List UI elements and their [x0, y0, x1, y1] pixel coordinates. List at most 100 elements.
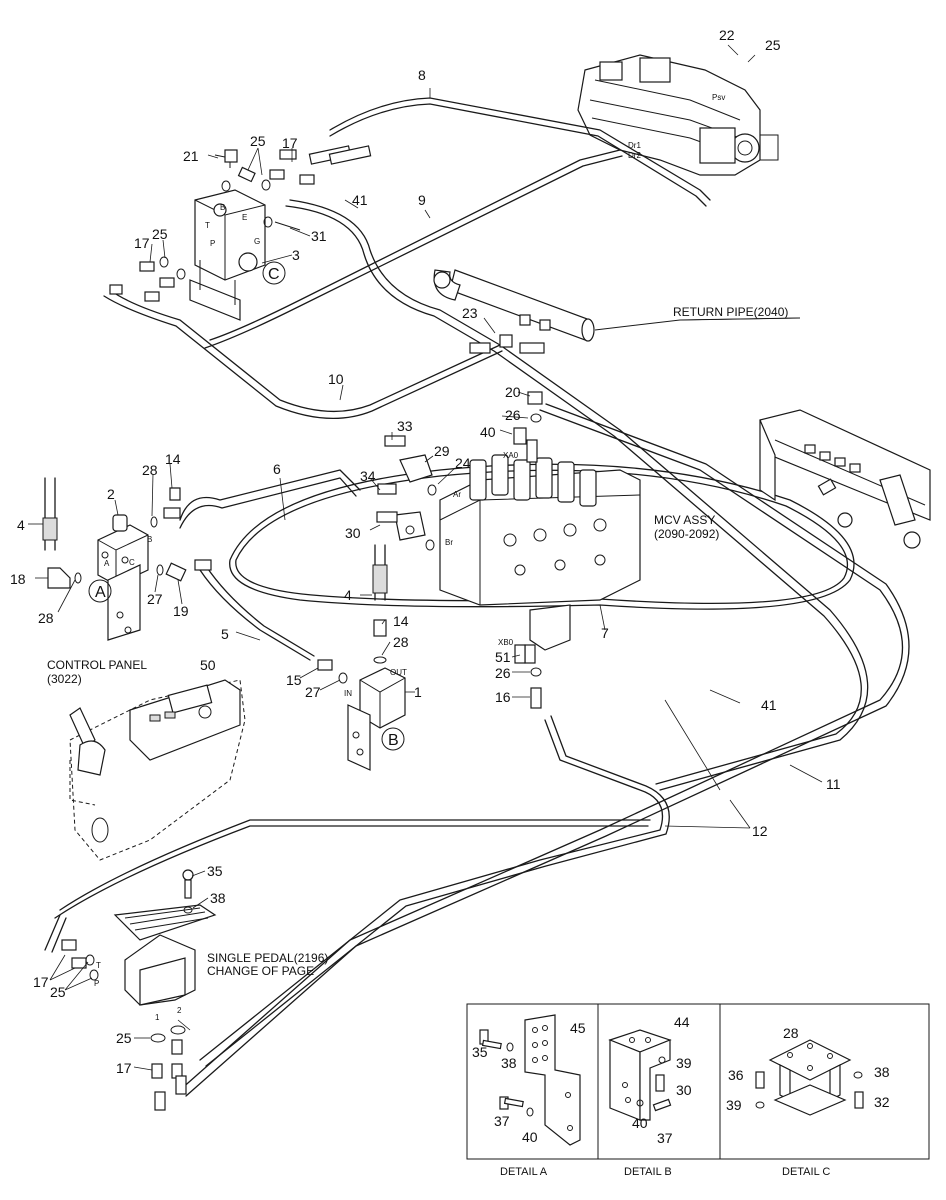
svg-text:34: 34: [360, 468, 376, 484]
svg-text:32: 32: [874, 1094, 890, 1110]
svg-text:T: T: [205, 221, 210, 230]
svg-text:B: B: [220, 203, 225, 212]
detail-a: 45 35 38 37 40 DETAIL A: [472, 1014, 586, 1178]
svg-text:25: 25: [50, 984, 66, 1000]
svg-text:T: T: [96, 961, 101, 970]
svg-text:17: 17: [134, 235, 150, 251]
part-number-labels: 22 25 8 21 25 17 41 9 31 3 17 25 23 10 2…: [10, 27, 841, 1076]
svg-text:P: P: [94, 979, 99, 988]
detail-c: 28 36 38 39 32 DETAIL C: [726, 1025, 890, 1178]
svg-text:50: 50: [200, 657, 216, 673]
svg-text:17: 17: [116, 1060, 132, 1076]
svg-text:4: 4: [17, 517, 25, 533]
svg-text:4: 4: [344, 587, 352, 603]
port-xa0-label: XA0: [503, 451, 519, 460]
svg-text:39: 39: [726, 1097, 742, 1113]
mcv-assy-label: MCV ASSY: [654, 513, 715, 527]
svg-text:C: C: [129, 558, 135, 567]
svg-text:12: 12: [752, 823, 768, 839]
svg-text:14: 14: [165, 451, 181, 467]
leader-lines: [28, 44, 823, 1071]
pilot-valve-block-c: T P B E G: [109, 145, 372, 321]
svg-text:E: E: [242, 213, 247, 222]
center-fittings: [376, 334, 545, 709]
svg-text:36: 36: [728, 1067, 744, 1083]
svg-text:25: 25: [765, 37, 781, 53]
svg-text:6: 6: [273, 461, 281, 477]
svg-text:51: 51: [495, 649, 511, 665]
svg-text:24: 24: [455, 455, 471, 471]
svg-text:17: 17: [282, 135, 298, 151]
svg-text:7: 7: [601, 625, 609, 641]
svg-text:2: 2: [107, 486, 115, 502]
svg-text:16: 16: [495, 689, 511, 705]
single-pedal-note: CHANGE OF PAGE: [207, 964, 314, 978]
svg-text:1: 1: [414, 684, 422, 700]
svg-text:5: 5: [221, 626, 229, 642]
svg-text:10: 10: [328, 371, 344, 387]
svg-text:15: 15: [286, 672, 302, 688]
svg-text:8: 8: [418, 67, 426, 83]
svg-text:31: 31: [311, 228, 327, 244]
svg-text:35: 35: [472, 1044, 488, 1060]
control-panel-ref: (3022): [47, 672, 82, 686]
svg-text:22: 22: [719, 27, 735, 43]
svg-text:28: 28: [38, 610, 54, 626]
svg-text:11: 11: [826, 776, 841, 792]
svg-text:38: 38: [874, 1064, 890, 1080]
svg-text:26: 26: [505, 407, 521, 423]
svg-text:38: 38: [210, 890, 226, 906]
return-pipe-label: RETURN PIPE(2040): [673, 305, 788, 319]
svg-text:33: 33: [397, 418, 413, 434]
svg-text:25: 25: [152, 226, 168, 242]
svg-text:B: B: [147, 535, 152, 544]
valve-bracket-a: A C B: [42, 477, 212, 641]
svg-text:30: 30: [345, 525, 361, 541]
svg-text:14: 14: [393, 613, 409, 629]
svg-text:38: 38: [501, 1055, 517, 1071]
control-panel-label: CONTROL PANEL: [47, 658, 147, 672]
svg-text:P: P: [210, 239, 215, 248]
svg-text:40: 40: [480, 424, 496, 440]
svg-text:2: 2: [177, 1006, 182, 1015]
svg-text:C: C: [268, 266, 280, 283]
mcv-assembly: Ar Br: [439, 439, 641, 664]
svg-text:Br: Br: [445, 538, 453, 547]
svg-text:19: 19: [173, 603, 189, 619]
svg-text:OUT: OUT: [390, 668, 407, 677]
callout-detail-b: B: [381, 727, 405, 751]
svg-text:37: 37: [494, 1113, 510, 1129]
svg-text:40: 40: [522, 1129, 538, 1145]
svg-text:39: 39: [676, 1055, 692, 1071]
svg-text:45: 45: [570, 1020, 586, 1036]
svg-text:A: A: [104, 559, 110, 568]
svg-text:3: 3: [292, 247, 300, 263]
svg-text:28: 28: [142, 462, 158, 478]
svg-text:DETAIL B: DETAIL B: [624, 1166, 672, 1178]
svg-text:29: 29: [434, 443, 450, 459]
frame-bracket-right: [759, 409, 931, 549]
main-pump: Psv Dr1 Dr2: [577, 54, 779, 176]
svg-text:DETAIL A: DETAIL A: [500, 1166, 548, 1178]
svg-text:41: 41: [352, 192, 368, 208]
svg-text:9: 9: [418, 192, 426, 208]
callout-detail-a: A: [88, 579, 112, 603]
svg-text:26: 26: [495, 665, 511, 681]
svg-text:1: 1: [155, 1013, 160, 1022]
svg-text:41: 41: [761, 697, 777, 713]
svg-text:20: 20: [505, 384, 521, 400]
control-panel: [69, 679, 246, 861]
valve-bracket-b: IN OUT: [317, 544, 407, 771]
svg-text:DETAIL C: DETAIL C: [782, 1166, 830, 1178]
svg-text:28: 28: [783, 1025, 799, 1041]
callout-detail-c: C: [262, 261, 286, 285]
svg-text:Psv: Psv: [712, 93, 725, 102]
svg-text:40: 40: [632, 1115, 648, 1131]
detail-b: 44 39 30 40 37 DETAIL B: [608, 1014, 692, 1178]
svg-text:A: A: [95, 584, 106, 601]
svg-text:27: 27: [305, 684, 321, 700]
svg-text:Dr2: Dr2: [628, 151, 641, 160]
svg-text:27: 27: [147, 591, 163, 607]
svg-text:23: 23: [462, 305, 478, 321]
single-pedal: 1 2 T P: [61, 869, 217, 1111]
